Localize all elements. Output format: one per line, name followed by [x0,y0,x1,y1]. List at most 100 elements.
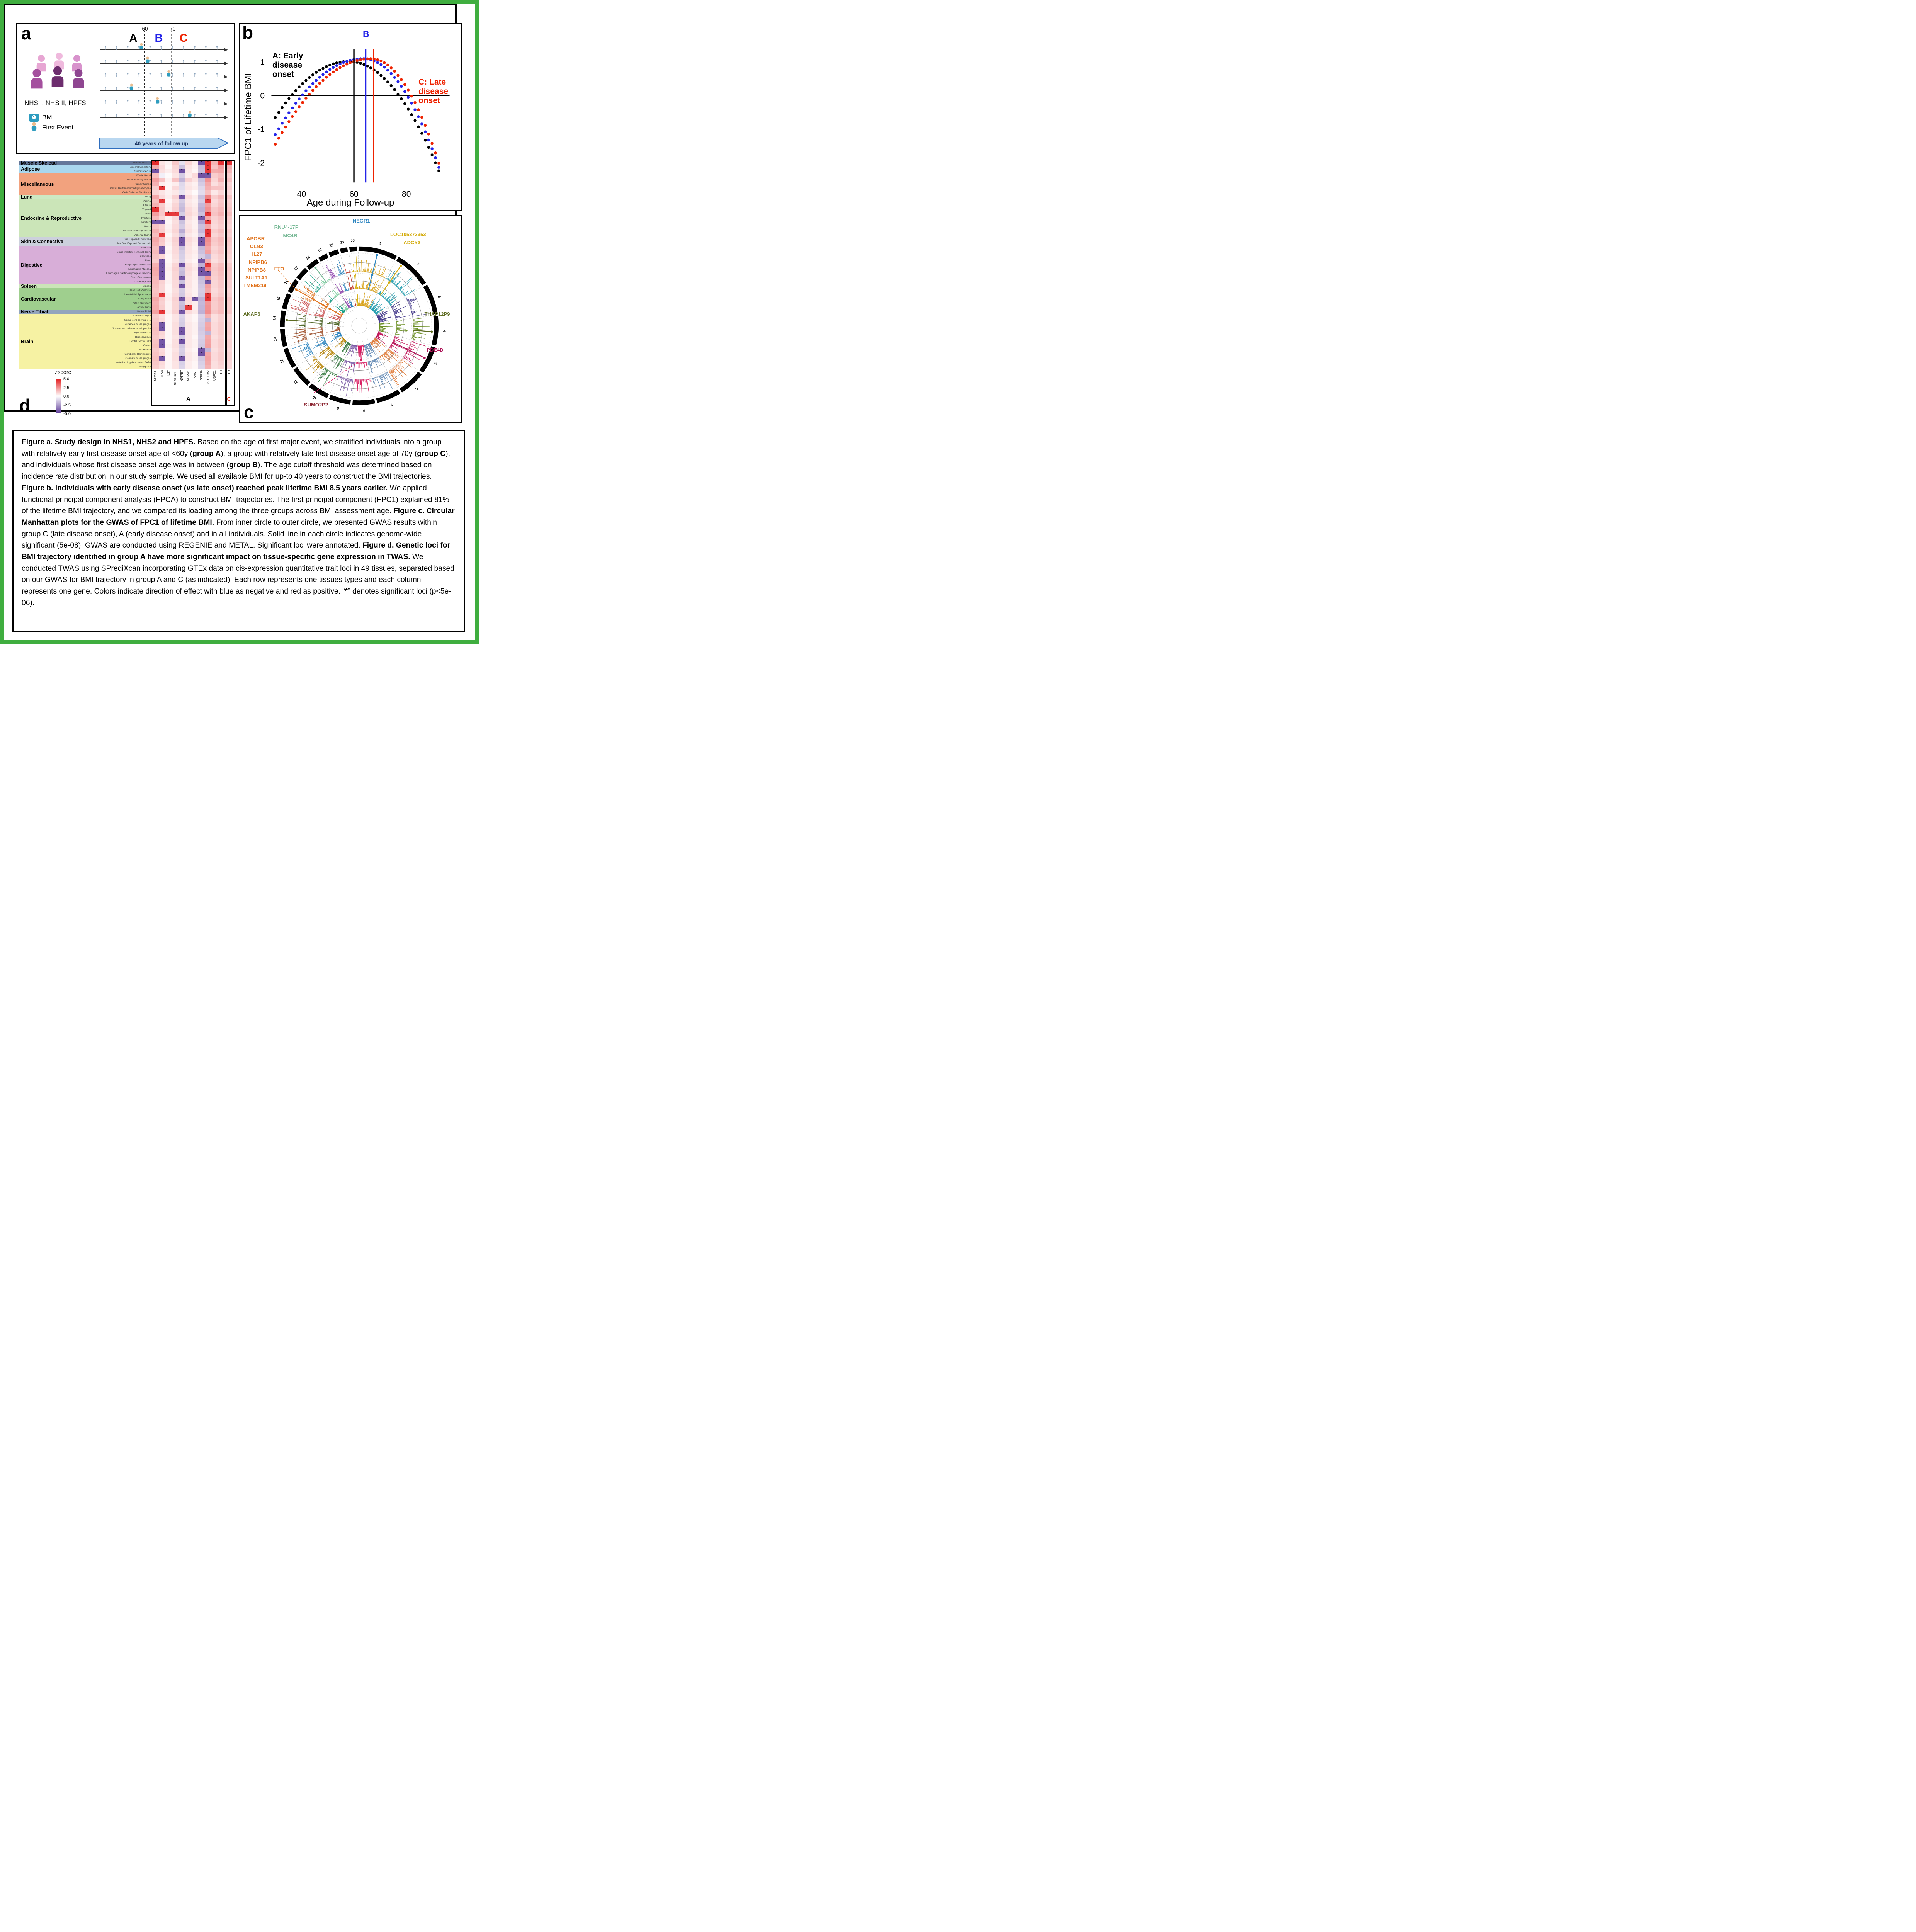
bmi-trajectory-point [274,133,277,136]
manhattan-bar [394,311,402,314]
manhattan-bar [378,319,385,321]
heatmap-cell [192,322,198,327]
manhattan-bar [392,368,394,371]
manhattan-bar [335,374,336,375]
manhattan-bar [367,361,369,366]
cohort-label: NHS I, NHS II, HPFS [24,99,86,107]
manhattan-bar [345,308,347,310]
heatmap-cell [211,254,218,259]
manhattan-bar [339,330,340,332]
heatmap-cell [172,310,179,314]
annotation-group-b: B [363,29,369,39]
manhattan-bar [353,306,354,307]
heatmap-cell [226,195,232,199]
manhattan-bar [385,351,388,354]
manhattan-bar [330,335,342,342]
bmi-measure-tick [149,46,151,48]
first-event-marker [156,97,159,100]
heatmap-cell [205,242,211,246]
heatmap-cell [226,216,232,220]
tissue-row-label: Prostate [141,217,151,219]
heatmap-cell [198,212,205,216]
heatmap-cell [205,361,211,365]
manhattan-bar [399,287,403,290]
significance-star: * [155,168,156,173]
heatmap-cell [165,280,172,284]
heatmap-cell [165,242,172,246]
bmi-trajectory-point [406,88,410,92]
significant-peak-dot [376,254,378,257]
manhattan-bar [373,340,381,348]
manhattan-bar [306,342,308,343]
heatmap-cell [179,254,185,259]
heatmap-cell [192,280,198,284]
heatmap-cell [185,161,192,165]
tissue-row-label: Esophagus Mucosa [128,268,151,270]
heatmap-cell [226,246,232,250]
heatmap-cell [185,339,192,344]
heatmap-cell [179,344,185,348]
bmi-measure-tick [160,73,162,75]
heatmap-cell [172,335,179,339]
manhattan-bar [372,310,374,311]
manhattan-bar [304,345,309,348]
manhattan-bar [326,350,332,356]
manhattan-bar [327,304,329,306]
caption-segment: Based on the age of first major event, w… [22,438,442,458]
manhattan-bar [366,379,367,384]
heatmap-cell [152,203,159,207]
manhattan-bar [357,295,358,306]
bmi-trajectory-point [281,122,284,125]
heatmap-cell [179,229,185,233]
manhattan-bar [375,310,380,314]
manhattan-bar [341,289,343,293]
heatmap-cell [165,305,172,310]
heatmap-cell [185,361,192,365]
manhattan-bar [343,309,346,311]
manhattan-bar [379,275,380,276]
manhattan-bar [355,345,357,352]
heatmap-cell: * [205,168,211,173]
manhattan-bar [312,354,314,355]
heatmap-cell: * [198,215,205,220]
manhattan-bar [392,343,400,348]
figure-caption: Figure a. Study design in NHS1, NHS2 and… [22,437,456,609]
bmi-trajectory-point [393,70,396,73]
manhattan-bar [376,336,381,339]
manhattan-bar [345,360,346,362]
heatmap-cell [192,207,198,212]
manhattan-bar [388,279,389,281]
heatmap-cell [172,339,179,344]
manhattan-bar [391,344,397,349]
chromosome-number-label: 1 [378,241,382,246]
significance-star: * [161,321,163,326]
heatmap-cell [192,271,198,276]
bmi-trajectory-point [366,65,369,68]
chromosome-number-label: 18 [305,255,311,261]
heatmap-cell: * [198,173,205,178]
heatmap-cell [152,271,159,276]
chromosome-number-label: 3 [437,295,441,299]
manhattan-bar [343,269,345,274]
chromosome-boundary-line [329,256,354,312]
heatmap-cell [211,361,218,365]
manhattan-bar [378,319,381,320]
manhattan-bar [388,296,397,303]
heatmap-cell [152,267,159,271]
manhattan-bar [348,343,350,346]
bmi-trajectory-point [396,73,400,77]
heatmap-cell [218,301,224,305]
heatmap-cell: * [185,304,192,310]
significant-peak-dot [314,266,317,269]
manhattan-bar [386,299,388,301]
manhattan-bar [370,342,372,345]
manhattan-bar [398,277,413,289]
significance-star: * [207,232,209,236]
manhattan-bar [313,356,315,358]
significance-star: * [181,194,183,198]
manhattan-bar [365,345,366,346]
manhattan-bar [373,263,377,274]
manhattan-bar [332,357,340,369]
bmi-trajectory-point [304,89,308,92]
heatmap-cell [165,344,172,348]
